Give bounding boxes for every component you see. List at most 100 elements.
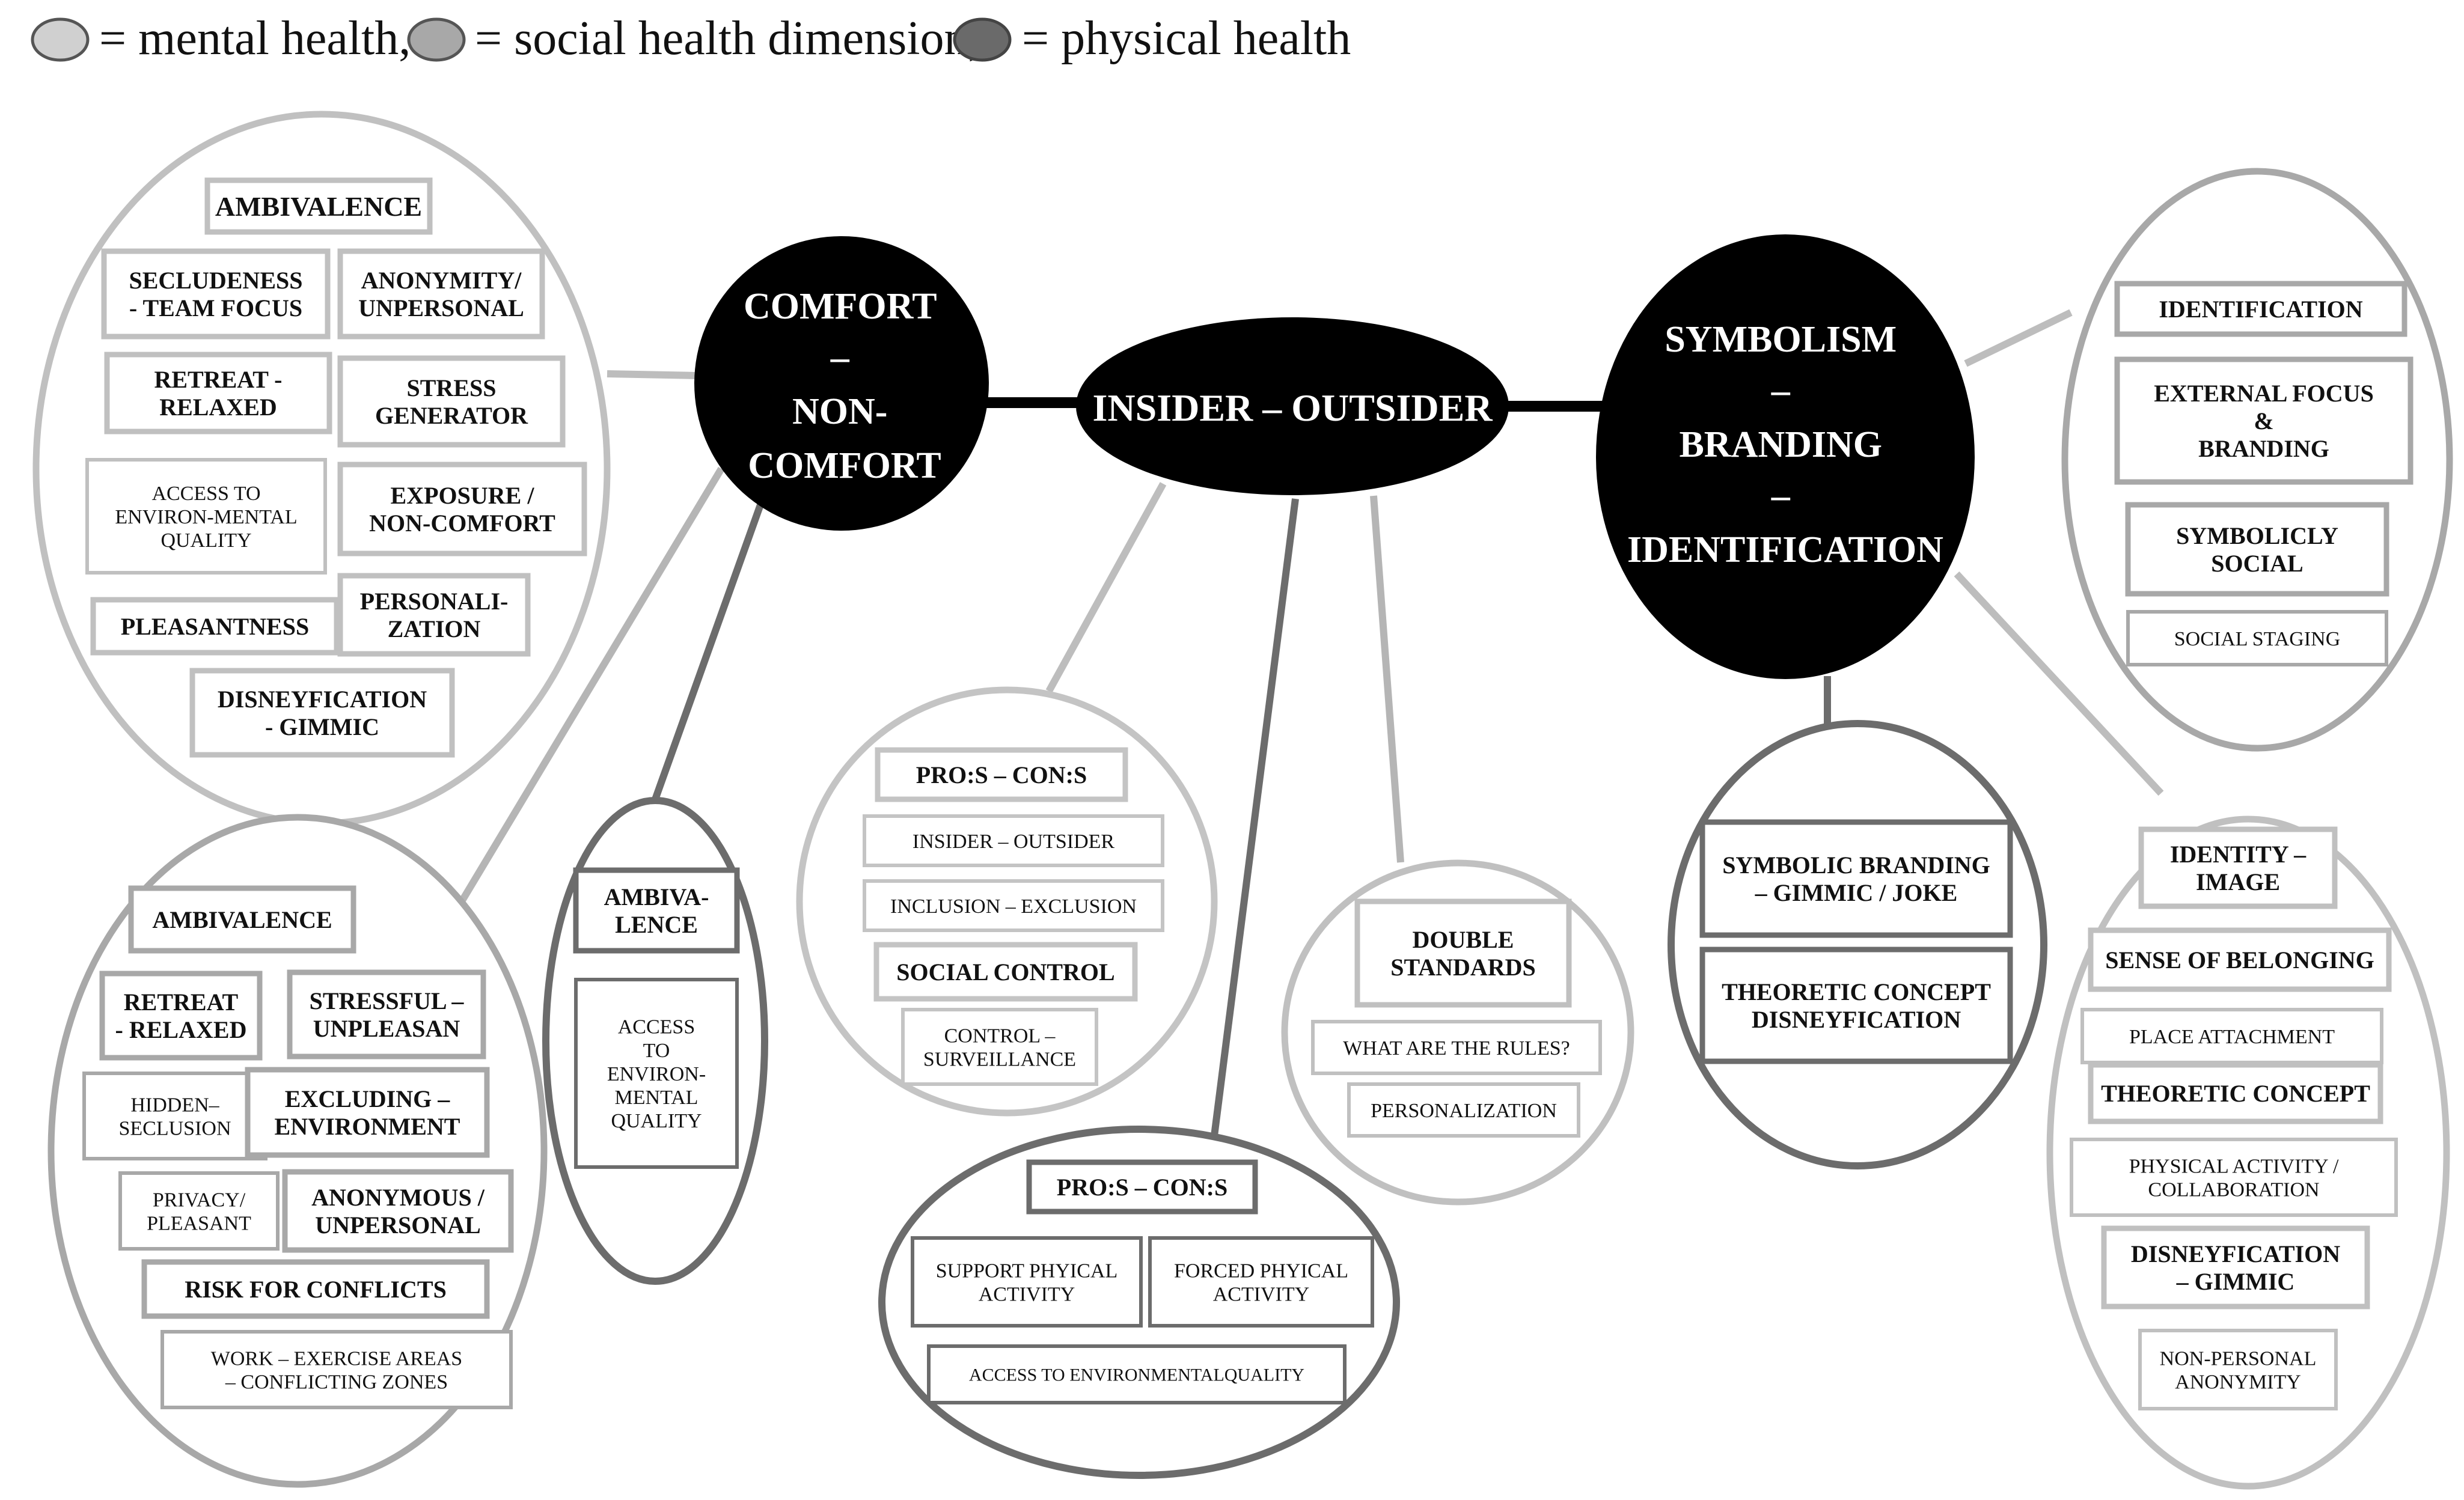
concept-box <box>2114 356 2414 485</box>
hub-symbolism-line: – <box>1771 370 1791 411</box>
concept-label-line: IDENTIFICATION <box>2159 296 2362 323</box>
concept-box <box>2126 610 2388 666</box>
concept-box <box>2070 1138 2398 1217</box>
concept-label: PLACE ATTACHMENT <box>2129 1026 2335 1048</box>
concept-box <box>2101 1225 2370 1309</box>
hub-symbolism-label: SYMBOLISM – BRANDING – IDENTIFICATION <box>1627 319 1943 570</box>
concept-box <box>1311 1020 1602 1075</box>
concept-label-line: SOCIAL <box>2211 550 2303 577</box>
concept-label-line: – GIMMIC / JOKE <box>1755 879 1958 906</box>
concept-label-line: PLACE ATTACHMENT <box>2129 1026 2335 1048</box>
concept-label: AMBIVA-LENCE <box>604 883 709 938</box>
legend-mental-swatch <box>31 17 90 62</box>
concept-label-line: PRIVACY/ <box>153 1189 246 1211</box>
concept-box <box>337 462 587 556</box>
concept-label-line: IDENTITY – <box>2170 841 2307 868</box>
concept-label-line: PERSONALIZATION <box>1371 1100 1557 1122</box>
concept-box <box>99 971 263 1061</box>
concept-label: SYMBOLIC BRANDING– GIMMIC / JOKE <box>1722 852 1990 906</box>
legend-mental-label: = mental health, <box>99 12 411 65</box>
concept-box <box>873 942 1138 1002</box>
concept-label-line: ACTIVITY <box>1213 1283 1310 1305</box>
concept-box <box>2125 502 2389 597</box>
concept-label: WORK – EXERCISE AREAS– CONFLICTING ZONES <box>211 1347 462 1393</box>
concept-label-line: FORCED PHYICAL <box>1174 1260 1348 1282</box>
concept-label: PRO:S – CON:S <box>916 761 1087 788</box>
concept-label-line: RETREAT - <box>154 366 282 393</box>
cluster-symbolic-circle <box>1668 720 2047 1169</box>
concept-label-line: PLEASANT <box>147 1212 251 1234</box>
concept-label: WHAT ARE THE RULES? <box>1343 1037 1570 1059</box>
concept-label-line: ENVIRONMENT <box>275 1113 460 1140</box>
concept-box <box>875 747 1128 802</box>
hub-comfort-line: COMFORT <box>744 286 937 327</box>
concept-label: PLEASANTNESS <box>121 613 309 640</box>
concept-box <box>160 1330 513 1409</box>
concept-label-line: THEORETIC CONCEPT <box>1722 978 1991 1005</box>
concept-label-line: – CONFLICTING ZONES <box>225 1371 448 1393</box>
connector-symbolism-topright <box>1964 309 2073 367</box>
hub-symbolism-line: – <box>1771 475 1791 516</box>
concept-label-line: UNPERSONAL <box>358 294 524 322</box>
concept-label: HIDDEN–SECLUSION <box>118 1094 231 1139</box>
legend-physical-label: = physical health <box>1022 12 1351 65</box>
concept-label-line: NON-PERSONAL <box>2160 1347 2317 1370</box>
concept-label-line: ACTIVITY <box>979 1283 1075 1305</box>
concept-label-line: - TEAM FOCUS <box>129 294 302 322</box>
concept-label: DISNEYFICATION- GIMMIC <box>218 686 427 740</box>
concept-label-line: ACCESS TO ENVIRONMENTALQUALITY <box>969 1365 1304 1385</box>
hub-comfort <box>694 236 989 531</box>
concept-label-line: RELAXED <box>159 394 277 421</box>
concept-box <box>245 1067 490 1158</box>
concept-label-line: AMBIVALENCE <box>215 191 422 222</box>
concept-box <box>82 1072 267 1160</box>
concept-box <box>1354 898 1572 1008</box>
concept-box <box>2080 1008 2383 1064</box>
connector-comfort-ambivalence <box>652 503 764 801</box>
concept-label: INCLUSION – EXCLUSION <box>890 895 1137 918</box>
connector-comfort-bottomleft <box>447 466 725 922</box>
concept-box <box>128 885 356 954</box>
connector-symbolism-bottomright <box>1954 571 2164 796</box>
concept-label: AMBIVALENCE <box>152 906 332 933</box>
concept-box <box>204 177 433 235</box>
concept-label-line: WORK – EXERCISE AREAS <box>211 1347 462 1370</box>
concept-label-line: EXPOSURE / <box>391 482 535 509</box>
connector-comfort-topleft <box>607 370 698 379</box>
concept-label-line: ANONYMOUS / <box>311 1184 485 1211</box>
concept-box <box>141 1259 490 1319</box>
concept-label-line: DOUBLE <box>1413 926 1514 953</box>
concept-label: DISNEYFICATION– GIMMIC <box>2131 1240 2340 1295</box>
concept-label-line: & <box>2254 407 2273 434</box>
hub-insider-line: INSIDER – OUTSIDER <box>1092 386 1493 429</box>
concept-label: EXPOSURE /NON-COMFORT <box>369 482 555 537</box>
concept-label: ACCESS TO ENVIRONMENTALQUALITY <box>969 1365 1304 1385</box>
concept-label-line: UNPLEASAN <box>313 1015 460 1042</box>
concept-label-line: SUPPORT PHYICAL <box>936 1260 1117 1282</box>
concept-label-line: ENVIRON- <box>607 1063 706 1085</box>
concept-label-line: STRESS <box>407 374 497 401</box>
concept-box <box>573 867 740 954</box>
concept-label-line: ENVIRON-MENTAL <box>115 506 297 528</box>
connector-insider-proscons2 <box>1211 498 1299 1136</box>
concept-label: IDENTITY –IMAGE <box>2170 841 2307 895</box>
concept-box <box>337 248 545 340</box>
concept-label: SENSE OF BELONGING <box>2105 947 2374 974</box>
concept-box <box>1699 947 2013 1064</box>
hub-comfort-label: COMFORT – NON- COMFORT <box>744 286 946 486</box>
concept-label: CONTROL –SURVEILLANCE <box>923 1025 1076 1070</box>
concept-label-line: RETREAT <box>124 989 239 1016</box>
concept-label-line: - RELAXED <box>115 1016 247 1043</box>
concept-box <box>574 978 739 1169</box>
connector-insider-proscons1 <box>1045 482 1167 693</box>
hub-symbolism-line: BRANDING <box>1679 424 1882 465</box>
concept-label-line: CONTROL – <box>944 1025 1056 1047</box>
connectors <box>447 309 2164 1136</box>
concept-box <box>911 1236 1143 1328</box>
concept-label: PRO:S – CON:S <box>1057 1174 1227 1201</box>
concept-label-line: PRO:S – CON:S <box>1057 1174 1227 1201</box>
concept-label-line: DISNEYFICATION <box>1752 1006 1961 1033</box>
concept-box <box>282 1169 514 1253</box>
